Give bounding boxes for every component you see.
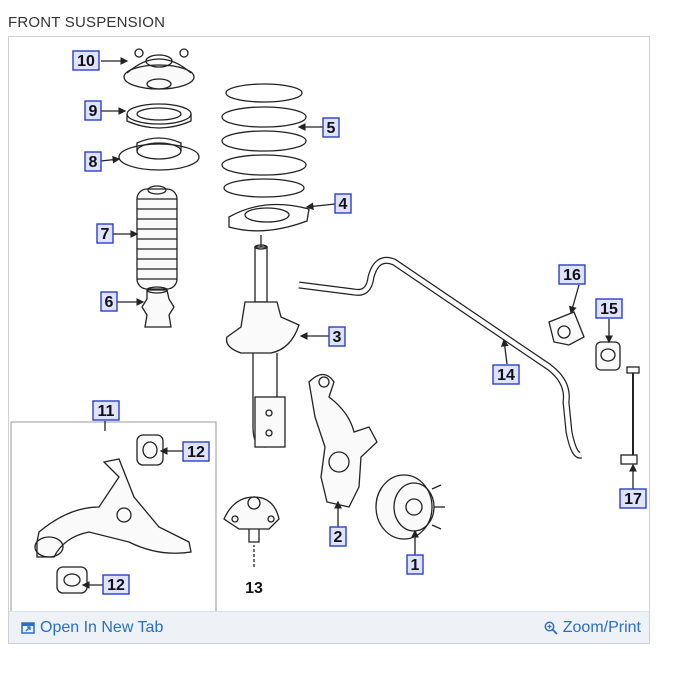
zoom-print-link[interactable]: Zoom/Print	[544, 619, 641, 637]
callout-9[interactable]: 9	[89, 103, 98, 120]
part-lower-control-arm	[34, 434, 192, 594]
callout-2[interactable]: 2	[334, 529, 343, 546]
callout-15[interactable]: 15	[600, 301, 618, 318]
zoom-icon	[544, 621, 558, 635]
open-new-tab-label: Open In New Tab	[40, 619, 164, 636]
callout-11[interactable]: 11	[98, 403, 115, 420]
diagram-frame: 10 9 8 7 6 5 4 3 2 1 14 16 15 17 11 12 1…	[8, 36, 650, 644]
callout-6[interactable]: 6	[105, 294, 114, 311]
callout-10[interactable]: 10	[77, 53, 95, 70]
part-knuckle	[308, 373, 378, 508]
zoom-print-label: Zoom/Print	[562, 619, 641, 636]
open-new-tab-icon	[21, 622, 35, 634]
part-strut-mount	[123, 48, 195, 90]
callout-8[interactable]: 8	[89, 154, 98, 171]
diagram-footer: Open In New Tab Zoom/Print	[9, 611, 649, 643]
part-bushing	[595, 341, 621, 371]
part-stabilizer-bar	[298, 256, 582, 459]
part-coil-spring	[221, 83, 307, 198]
part-bushing-bracket	[548, 311, 585, 346]
part-strut-assembly	[225, 235, 300, 448]
callout-12-upper[interactable]: 12	[187, 444, 205, 461]
callout-3[interactable]: 3	[333, 329, 342, 346]
callout-1[interactable]: 1	[411, 557, 420, 574]
part-hub	[375, 474, 445, 540]
callout-7[interactable]: 7	[101, 226, 110, 243]
part-bearing	[126, 103, 192, 129]
part-dust-boot	[136, 185, 178, 290]
callout-17[interactable]: 17	[624, 491, 642, 508]
callout-4[interactable]: 4	[339, 196, 348, 213]
open-new-tab-link[interactable]: Open In New Tab	[21, 619, 163, 637]
part-bump-stop	[141, 286, 175, 328]
part-upper-spring-seat	[118, 137, 200, 171]
part-stabilizer-link	[620, 366, 640, 465]
callout-13[interactable]: 13	[245, 580, 263, 597]
callout-16[interactable]: 16	[563, 267, 581, 284]
callout-12-lower[interactable]: 12	[107, 577, 125, 594]
callout-5[interactable]: 5	[327, 120, 336, 137]
part-spring-pad	[228, 203, 310, 232]
part-ball-joint	[223, 496, 280, 543]
page-title: FRONT SUSPENSION	[8, 14, 166, 31]
callout-14[interactable]: 14	[497, 367, 515, 384]
front-suspension-diagram: 10 9 8 7 6 5 4 3 2 1 14 16 15 17 11 12 1…	[10, 48, 647, 612]
